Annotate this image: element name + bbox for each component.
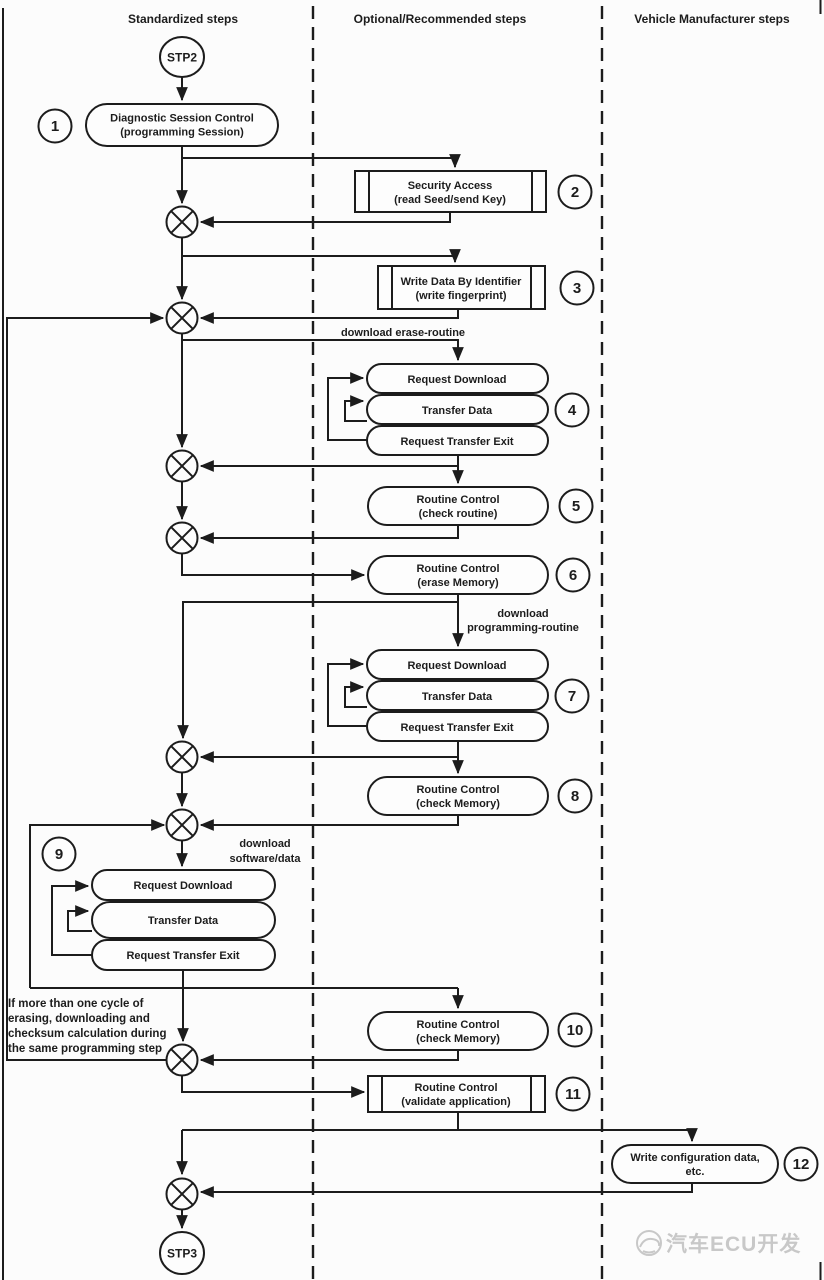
step-11-number: 11	[565, 1086, 581, 1103]
step-7-request-download: Request Download	[407, 660, 506, 672]
step-4-download-group: Request Download Transfer Data Request T…	[366, 363, 590, 456]
step-9-transfer-data: Transfer Data	[148, 915, 219, 927]
flow-connectors	[6, 77, 698, 1230]
watermark-text: 汽车ECU开发	[666, 1232, 801, 1256]
step-12-line2: etc.	[686, 1166, 705, 1178]
step-3-number: 3	[573, 280, 581, 297]
loop-note-line3: checksum calculation during	[8, 1028, 166, 1040]
step-9-number: 9	[55, 846, 63, 863]
loop-note-line2: erasing, downloading and	[8, 1013, 150, 1025]
watermark: 汽车ECU开发	[636, 1230, 801, 1256]
step-2-line1: Security Access	[408, 180, 493, 192]
step-7-request-transfer-exit: Request Transfer Exit	[400, 722, 513, 734]
label-download-programming-routine-1: download	[497, 608, 548, 620]
step-10-routine-control-check-memory: Routine Control (check Memory) 10	[367, 1011, 593, 1051]
terminator-start-label: STP2	[167, 51, 197, 65]
step-9-download-group: Request Download Transfer Data Request T…	[41, 836, 276, 971]
terminator-end-label: STP3	[167, 1247, 197, 1261]
step-12-line1: Write configuration data,	[630, 1152, 759, 1164]
step-6-routine-control-erase-memory: Routine Control (erase Memory) 6	[367, 555, 591, 595]
step-5-line2: (check routine)	[419, 508, 498, 520]
step-12-number: 12	[793, 1156, 810, 1173]
step-4-request-download: Request Download	[407, 374, 506, 386]
step-11-line2: (validate application)	[401, 1096, 511, 1108]
step-6-line2: (erase Memory)	[417, 577, 499, 589]
step-9-request-download: Request Download	[133, 880, 232, 892]
step-3-line1: Write Data By Identifier	[401, 276, 523, 288]
step-11-line1: Routine Control	[414, 1082, 497, 1094]
step-3-write-data-by-identifier: Write Data By Identifier (write fingerpr…	[377, 265, 595, 310]
step-4-number: 4	[568, 402, 577, 419]
step-12-write-configuration-data: Write configuration data, etc. 12	[611, 1144, 819, 1184]
watermark-logo-icon	[636, 1230, 662, 1256]
step-5-number: 5	[572, 498, 580, 515]
column-header-optional: Optional/Recommended steps	[354, 12, 527, 26]
step-8-line1: Routine Control	[416, 784, 499, 796]
step-2-line2: (read Seed/send Key)	[394, 194, 506, 206]
label-download-software-data-1: download	[239, 838, 290, 850]
label-download-erase-routine: download erase-routine	[341, 327, 465, 339]
step-11-routine-control-validate-application: Routine Control (validate application) 1…	[367, 1075, 591, 1113]
xor-junction-nodes	[165, 205, 199, 1211]
label-download-software-data-2: software/data	[230, 853, 302, 865]
step-6-line1: Routine Control	[416, 563, 499, 575]
step-1-diagnostic-session-control: Diagnostic Session Control (programming …	[37, 103, 279, 147]
step-9-request-transfer-exit: Request Transfer Exit	[126, 950, 239, 962]
step-4-request-transfer-exit: Request Transfer Exit	[400, 436, 513, 448]
column-header-manufacturer: Vehicle Manufacturer steps	[634, 12, 790, 26]
step-8-number: 8	[571, 788, 579, 805]
terminator-end: STP3	[159, 1231, 205, 1275]
step-3-line2: (write fingerprint)	[415, 290, 506, 302]
step-8-routine-control-check-memory: Routine Control (check Memory) 8	[367, 776, 593, 816]
step-10-line2: (check Memory)	[416, 1033, 500, 1045]
step-7-download-group: Request Download Transfer Data Request T…	[366, 649, 590, 742]
step-1-number: 1	[51, 118, 59, 135]
step-1-line1: Diagnostic Session Control	[110, 113, 254, 125]
step-1-line2: (programming Session)	[120, 127, 244, 139]
step-4-transfer-data: Transfer Data	[422, 405, 493, 417]
step-5-routine-control-check-routine: Routine Control (check routine) 5	[367, 486, 594, 526]
loop-note-line1: If more than one cycle of	[8, 998, 144, 1010]
column-header-standardized: Standardized steps	[128, 12, 238, 26]
step-10-line1: Routine Control	[416, 1019, 499, 1031]
step-6-number: 6	[569, 567, 577, 584]
loop-note: If more than one cycle of erasing, downl…	[8, 998, 166, 1055]
terminator-start: STP2	[159, 36, 205, 78]
step-5-line1: Routine Control	[416, 494, 499, 506]
label-download-programming-routine-2: programming-routine	[467, 622, 579, 634]
step-7-number: 7	[568, 688, 576, 705]
step-2-number: 2	[571, 184, 579, 201]
step-7-transfer-data: Transfer Data	[422, 691, 493, 703]
step-8-line2: (check Memory)	[416, 798, 500, 810]
loop-note-line4: the same programming step	[8, 1043, 162, 1055]
step-2-security-access: Security Access (read Seed/send Key) 2	[354, 170, 593, 213]
step-10-number: 10	[567, 1022, 584, 1039]
